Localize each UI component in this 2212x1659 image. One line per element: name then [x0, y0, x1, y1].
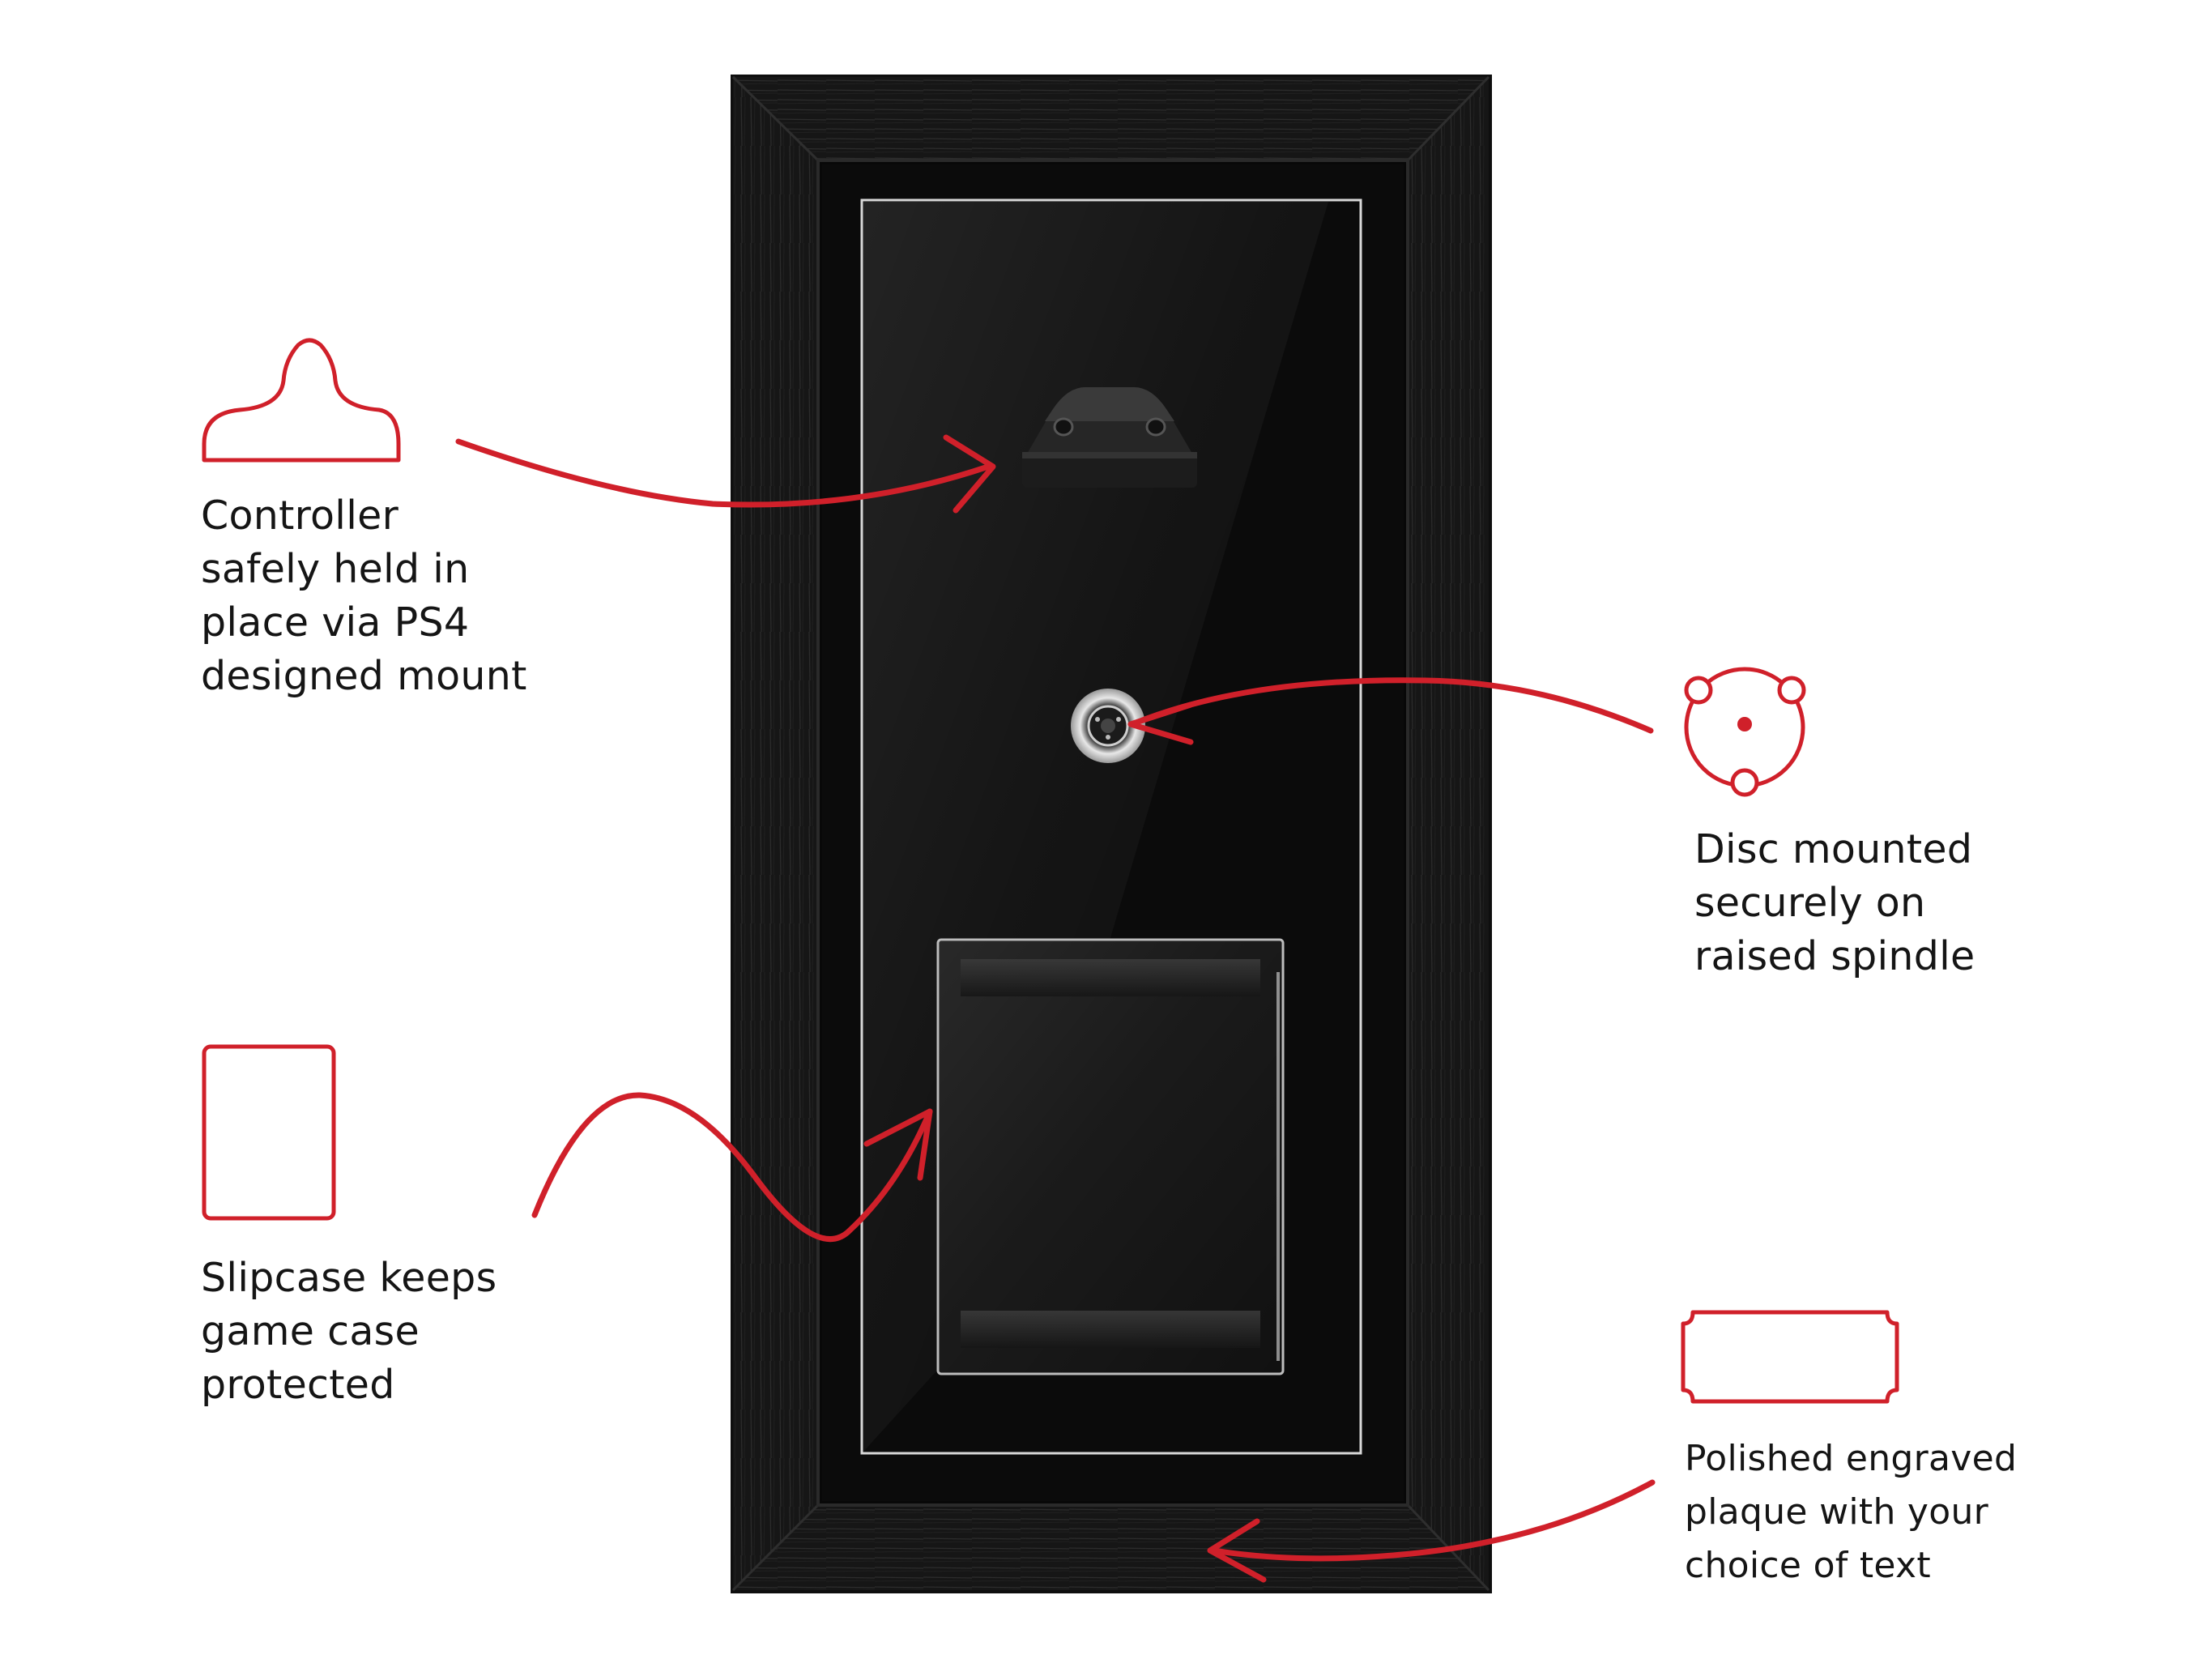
controller-caption: Controller safely held in place via PS4 … [201, 489, 527, 703]
slipcase-caption: Slipcase keeps game case protected [201, 1252, 497, 1412]
disc-spindle-icon [1684, 667, 1806, 797]
plaque-caption: Polished engraved plaque with your choic… [1685, 1432, 2017, 1593]
frame-top-bevel [733, 77, 1489, 160]
plaque-icon [1681, 1310, 1899, 1404]
slipcase [936, 938, 1285, 1375]
controller-mount-icon [202, 338, 401, 463]
disc-pointer-arrow [1127, 677, 1654, 745]
caption-line: place via PS4 [201, 599, 470, 646]
plaque-pointer-arrow [1207, 1479, 1656, 1583]
frame-left-bevel [733, 77, 818, 1590]
caption-line: protected [201, 1362, 395, 1408]
caption-line: raised spindle [1694, 933, 1975, 979]
caption-line: Disc mounted [1694, 826, 1973, 872]
caption-line: Polished engraved [1685, 1438, 2018, 1479]
caption-line: Controller [201, 493, 399, 539]
controller-pointer-arrow [455, 434, 996, 514]
caption-line: safely held in [201, 546, 470, 592]
slipcase-bottom-band [961, 1311, 1260, 1348]
disc-spindle [1071, 689, 1145, 763]
caption-line: securely on [1694, 880, 1926, 926]
inner-white-border [860, 198, 1362, 1455]
disc-caption: Disc mounted securely on raised spindle [1694, 823, 1975, 983]
slipcase-pointer-arrow [531, 1092, 933, 1243]
frame-right-bevel [1408, 77, 1489, 1590]
controller-mount [1022, 387, 1197, 488]
caption-line: game case [201, 1308, 420, 1354]
slipcase-icon [202, 1044, 336, 1221]
frame-bottom-bevel [733, 1505, 1489, 1590]
caption-line: choice of text [1685, 1545, 1931, 1586]
slipcase-top-band [961, 959, 1260, 996]
caption-line: Slipcase keeps [201, 1255, 497, 1301]
caption-line: plaque with your [1685, 1491, 1989, 1533]
caption-line: designed mount [201, 653, 527, 699]
